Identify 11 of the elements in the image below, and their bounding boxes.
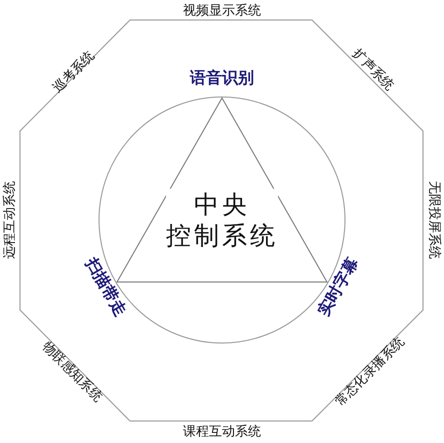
corner-label: 语音识别 [190, 70, 254, 86]
system-label: 常态化录播系统 [333, 335, 407, 409]
system-label: 巡考系统 [51, 49, 97, 95]
system-label: 物联感知系统 [40, 340, 104, 404]
corner-label: 实时字幕 [315, 255, 361, 319]
system-label: 课程互动系统 [183, 426, 261, 438]
system-label: 扩声系统 [350, 47, 396, 93]
corner-label: 扫描带走 [83, 255, 129, 319]
system-label: 无限投屏系统 [428, 181, 440, 259]
system-label: 视频显示系统 [183, 4, 261, 18]
system-label: 远程互动系统 [4, 181, 16, 259]
